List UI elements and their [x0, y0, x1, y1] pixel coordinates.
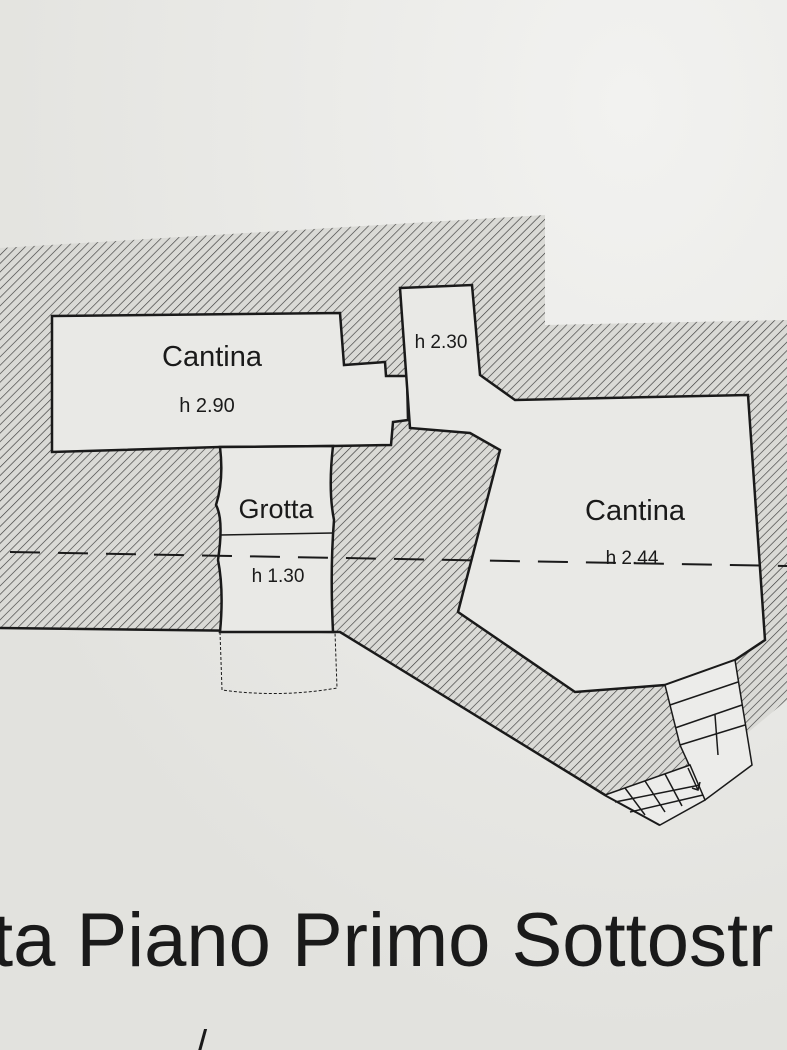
- room-height: h 2.90: [179, 395, 235, 417]
- room-name: Grotta: [238, 494, 314, 524]
- plan-title: ta Piano Primo Sottostr: [0, 898, 773, 983]
- staircase: [603, 658, 753, 826]
- room-name: Cantina: [585, 495, 686, 527]
- section-dashed-line: [9, 551, 787, 567]
- grotta-extension-dashed: [219, 631, 338, 695]
- stair-arrow-icon: [687, 767, 701, 791]
- room-grotta: [214, 444, 336, 634]
- room-height: h 2.44: [606, 548, 659, 569]
- room-height: h 1.30: [252, 566, 305, 587]
- grotta-divider: [219, 532, 334, 536]
- bottom-mark: /: [196, 1023, 208, 1050]
- room-height: h 2.30: [415, 332, 468, 353]
- room-name: Cantina: [162, 341, 263, 373]
